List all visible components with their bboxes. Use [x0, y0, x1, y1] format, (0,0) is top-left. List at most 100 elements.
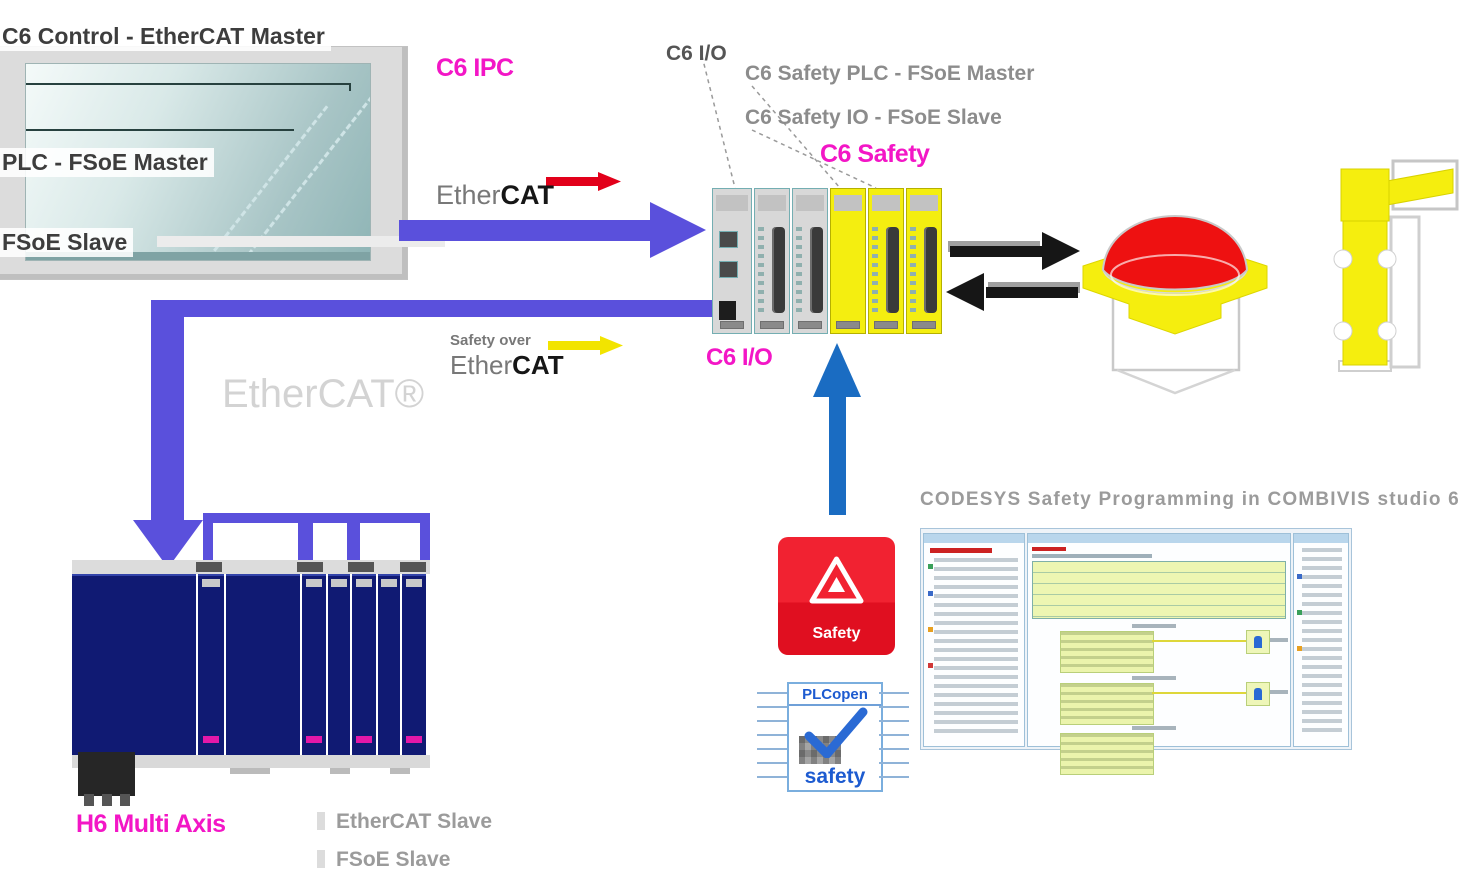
- ide-editor-panel: [1027, 533, 1291, 775]
- safety-app-tile: Safety: [778, 537, 895, 655]
- bullet-icon: [317, 850, 325, 868]
- h6-double-axis-module: [226, 574, 300, 757]
- module-label-strip: [910, 195, 938, 211]
- h6-axis-module: [198, 574, 224, 757]
- h6-drive-assembly: [72, 574, 426, 757]
- fbd-network-caption: [1132, 726, 1176, 730]
- fbd-function-block: [1060, 683, 1154, 725]
- screen-item-plc-fsoe-master: PLC - FSoE Master: [0, 148, 214, 177]
- module-label-strip: [834, 195, 862, 211]
- fbd-wire: [1152, 640, 1246, 642]
- module-leds: [758, 227, 764, 313]
- bullet-icon: [317, 812, 325, 830]
- io-module: [792, 188, 828, 334]
- ide-toolbox-skeleton: [1302, 548, 1342, 736]
- module-label-strip: [716, 195, 748, 211]
- studio-caption: CODESYS Safety Programming in COMBIVIS s…: [920, 489, 1460, 510]
- safety-over-ethercat-light: Ether: [450, 350, 513, 380]
- ethercat-logo-light: Ether: [436, 180, 501, 210]
- h6-axis-module: [302, 574, 326, 757]
- fbd-wire: [1152, 692, 1246, 694]
- ide-editor-tabbar: [1028, 534, 1290, 543]
- h6-axis-module: [378, 574, 400, 757]
- ethercat-arrow-icon: [546, 172, 621, 191]
- combivis-studio-screenshot: [920, 528, 1352, 775]
- bus-coupler-module: [712, 188, 752, 334]
- callout-safety-io: C6 Safety IO - FSoE Slave: [745, 106, 1002, 129]
- door-interlock-icon: [1333, 159, 1459, 372]
- h6-axis-module: [352, 574, 376, 757]
- callout-safety-plc: C6 Safety PLC - FSoE Master: [745, 62, 1035, 85]
- safety-plc-module: [830, 188, 866, 334]
- plcopen-check-icon: [804, 707, 868, 758]
- plcopen-subtitle: safety: [804, 765, 866, 788]
- coupler-port-icon: [719, 261, 738, 278]
- safety-over-ethercat-bold: CAT: [512, 350, 564, 380]
- signal-arrow-right-head: [1042, 232, 1080, 270]
- module-dip: [798, 321, 822, 329]
- safety-over-ethercat-logo: EtherCAT: [450, 350, 564, 381]
- module-leds: [910, 227, 916, 313]
- safety-over-ethercat-small: Safety over: [450, 332, 531, 349]
- ethercat-bus-band-horizontal: [166, 300, 715, 317]
- fbd-output-label: [1270, 638, 1288, 642]
- fbd-function-block: [1060, 733, 1154, 775]
- module-dip: [836, 321, 860, 329]
- screen-bottom-edge: [26, 252, 370, 260]
- module-dip: [912, 321, 936, 329]
- h6-power-connector: [78, 752, 135, 796]
- emergency-stop-icon: [1082, 215, 1268, 395]
- c6-safety-heading: C6 Safety: [820, 140, 930, 168]
- ide-editor-declaration-title: [1032, 554, 1152, 558]
- ide-device-name: [930, 548, 992, 553]
- fbd-operator-icon: [1254, 688, 1262, 700]
- h6-bullet-fsoe-slave: FSoE Slave: [336, 848, 451, 871]
- c6-safety-rack: [712, 188, 942, 334]
- module-label-strip: [796, 195, 824, 211]
- screen-item-fsoe-slave: FSoE Slave: [0, 228, 134, 257]
- safety-io-module: [868, 188, 904, 334]
- plcopen-title: PLCopen: [789, 686, 881, 706]
- fbd-output-block: [1246, 682, 1270, 706]
- ethercat-bus-band-vertical: [151, 300, 184, 522]
- ipc-title: C6 Control - EtherCAT Master: [0, 22, 331, 51]
- callout-c6-io: C6 I/O: [666, 42, 727, 65]
- module-label-strip: [872, 195, 900, 211]
- fbd-network-caption: [1132, 676, 1176, 680]
- h6-bottom-rail: [72, 755, 430, 768]
- signal-arrow-left-head: [946, 273, 984, 311]
- signal-arrow-right-shaft: [950, 246, 1042, 257]
- dc-link-jumper: [347, 513, 430, 571]
- plcopen-safety-logo: PLCopen safety: [787, 682, 883, 792]
- safety-io-module: [906, 188, 942, 334]
- h6-power-module: [72, 574, 196, 757]
- fbd-output-label: [1270, 690, 1288, 694]
- safety-over-ethercat-arrow-icon: [548, 336, 623, 355]
- coupler-port-icon: [719, 231, 738, 248]
- module-dip: [874, 321, 898, 329]
- module-connector: [810, 227, 823, 313]
- ide-tree-skeleton: [934, 558, 1018, 736]
- dc-link-jumper: [203, 513, 313, 571]
- ethercat-logo: EtherCAT: [436, 180, 554, 211]
- ide-variable-table: [1032, 561, 1286, 619]
- download-arrow-head: [813, 343, 861, 397]
- h6-label: H6 Multi Axis: [76, 810, 226, 838]
- signal-arrow-left-shaft: [986, 287, 1078, 298]
- c6-io-heading: C6 I/O: [706, 344, 773, 371]
- ethercat-bus-arrow-shaft: [399, 220, 651, 241]
- module-connector: [924, 227, 937, 313]
- ethercat-bus-arrow-head: [650, 202, 706, 258]
- module-connector: [886, 227, 899, 313]
- ide-panel-titlebar: [924, 534, 1024, 543]
- ide-panel-titlebar: [1294, 534, 1348, 543]
- coupler-connector: [719, 301, 736, 320]
- module-dip: [760, 321, 784, 329]
- module-leds: [872, 227, 878, 313]
- ipc-device-label: C6 IPC: [436, 54, 514, 82]
- warning-triangle-icon: [809, 556, 864, 604]
- module-connector: [772, 227, 785, 313]
- h6-bullet-ethercat-slave: EtherCAT Slave: [336, 810, 492, 833]
- ide-toolbox-panel: [1293, 533, 1349, 747]
